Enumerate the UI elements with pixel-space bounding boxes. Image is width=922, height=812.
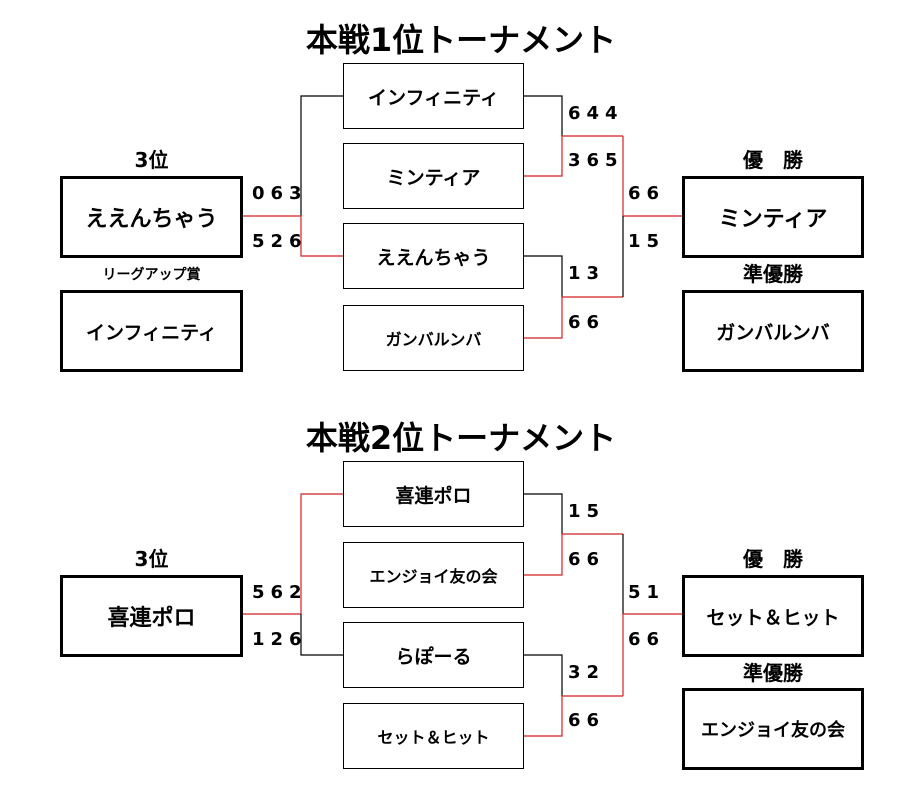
t2-score-m2-bottom: 66 — [568, 710, 606, 731]
line-t2-m2-top — [524, 654, 563, 696]
t1-score-third-bottom: 526 — [252, 231, 308, 252]
t2-team-4: セット＆ヒット — [343, 703, 524, 769]
t2-third-team: 喜連ポロ — [60, 575, 243, 657]
t1-winner-team: ミンティア — [682, 176, 864, 258]
t2-team-3: らぽーる — [343, 622, 524, 688]
line-t1-m2-bottom — [524, 296, 623, 339]
t2-third-label: 3位 — [134, 547, 169, 571]
line-t1-m1-bottom — [524, 135, 623, 177]
t2-team-1: 喜連ポロ — [343, 461, 524, 527]
t2-team-2: エンジョイ友の会 — [343, 542, 524, 608]
t2-winner-label: 優 勝 — [743, 547, 803, 571]
t1-runner-label: 準優勝 — [743, 262, 803, 286]
line-t2-final-bottom — [622, 613, 682, 696]
t2-score-final-top: 51 — [628, 582, 666, 603]
t1-runner-team: ガンバルンバ — [682, 290, 864, 372]
t1-score-third-top: 063 — [252, 183, 308, 204]
t1-team-3: ええんちゃう — [343, 223, 524, 289]
t1-special-label: リーグアップ賞 — [102, 267, 201, 283]
bracket-lines-t1 — [242, 95, 682, 339]
t1-third-team: ええんちゃう — [60, 176, 243, 258]
t1-team-2: ミンティア — [343, 143, 524, 209]
t1-special-team: インフィニティ — [60, 290, 243, 372]
tournament1-title: 本戦1位トーナメント — [305, 21, 617, 59]
t1-winner-label: 優 勝 — [743, 148, 803, 172]
line-t2-m1-top — [524, 493, 563, 534]
t1-score-final-bottom: 15 — [628, 231, 666, 252]
t2-score-third-bottom: 126 — [252, 629, 308, 650]
line-t1-third-top — [300, 95, 343, 216]
line-t1-m2-top — [524, 255, 563, 297]
line-t2-m1-bottom — [524, 533, 623, 576]
t2-runner-label: 準優勝 — [743, 661, 803, 685]
t1-score-m1-bottom: 365 — [568, 150, 624, 171]
bracket-lines-t2 — [242, 493, 682, 737]
t1-score-m2-bottom: 66 — [568, 312, 606, 333]
t1-score-m2-top: 13 — [568, 263, 606, 284]
line-t1-third-bottom — [242, 215, 343, 257]
line-t2-third-top — [242, 493, 343, 615]
t1-team-4: ガンバルンバ — [343, 305, 524, 371]
line-t2-third-bottom — [300, 614, 343, 656]
t2-score-third-top: 562 — [252, 582, 308, 603]
tournament2-title: 本戦2位トーナメント — [305, 419, 617, 457]
line-t1-m1-top — [524, 95, 563, 136]
t2-score-final-bottom: 66 — [628, 629, 666, 650]
t1-team-1: インフィニティ — [343, 63, 524, 129]
t1-score-m1-top: 644 — [568, 103, 624, 124]
t2-winner-team: セット＆ヒット — [682, 575, 864, 657]
t1-score-final-top: 66 — [628, 183, 666, 204]
t2-score-m1-top: 15 — [568, 501, 606, 522]
t2-runner-team: エンジョイ友の会 — [682, 688, 864, 770]
t2-score-m2-top: 32 — [568, 662, 606, 683]
t2-score-m1-bottom: 66 — [568, 549, 606, 570]
t1-third-label: 3位 — [134, 148, 169, 172]
line-t2-m2-bottom — [524, 695, 623, 737]
